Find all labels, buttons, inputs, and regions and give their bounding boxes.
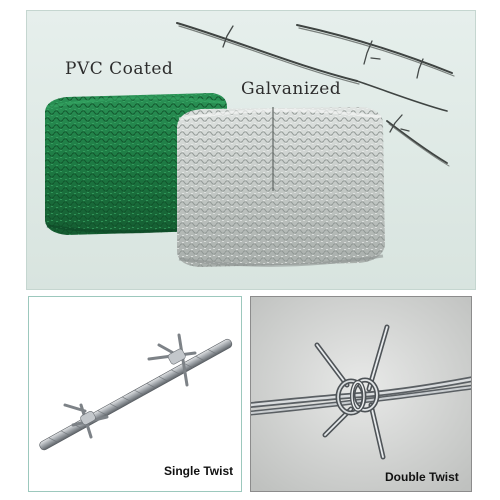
barb-right-wrap [167, 348, 186, 365]
pvc-coated-label: PVC Coated [65, 59, 174, 79]
galvanized-label: Galvanized [241, 79, 342, 99]
barb-left-wrap [80, 411, 96, 425]
twist-knot [335, 377, 380, 416]
galvanized-coil [177, 107, 385, 267]
coils-photo-panel: PVC Coated Galvanized [26, 10, 476, 290]
single-twist-label: Single Twist [164, 464, 234, 478]
double-twist-illustration [251, 297, 471, 491]
single-twist-illustration [39, 333, 233, 451]
loose-wire-strands [176, 22, 455, 167]
double-twist-panel: Double Twist [250, 296, 472, 492]
single-twist-panel: Single Twist [28, 296, 242, 492]
coils-illustration [27, 11, 475, 289]
double-twist-label: Double Twist [385, 470, 459, 484]
loose-wire-barbs [222, 25, 424, 133]
